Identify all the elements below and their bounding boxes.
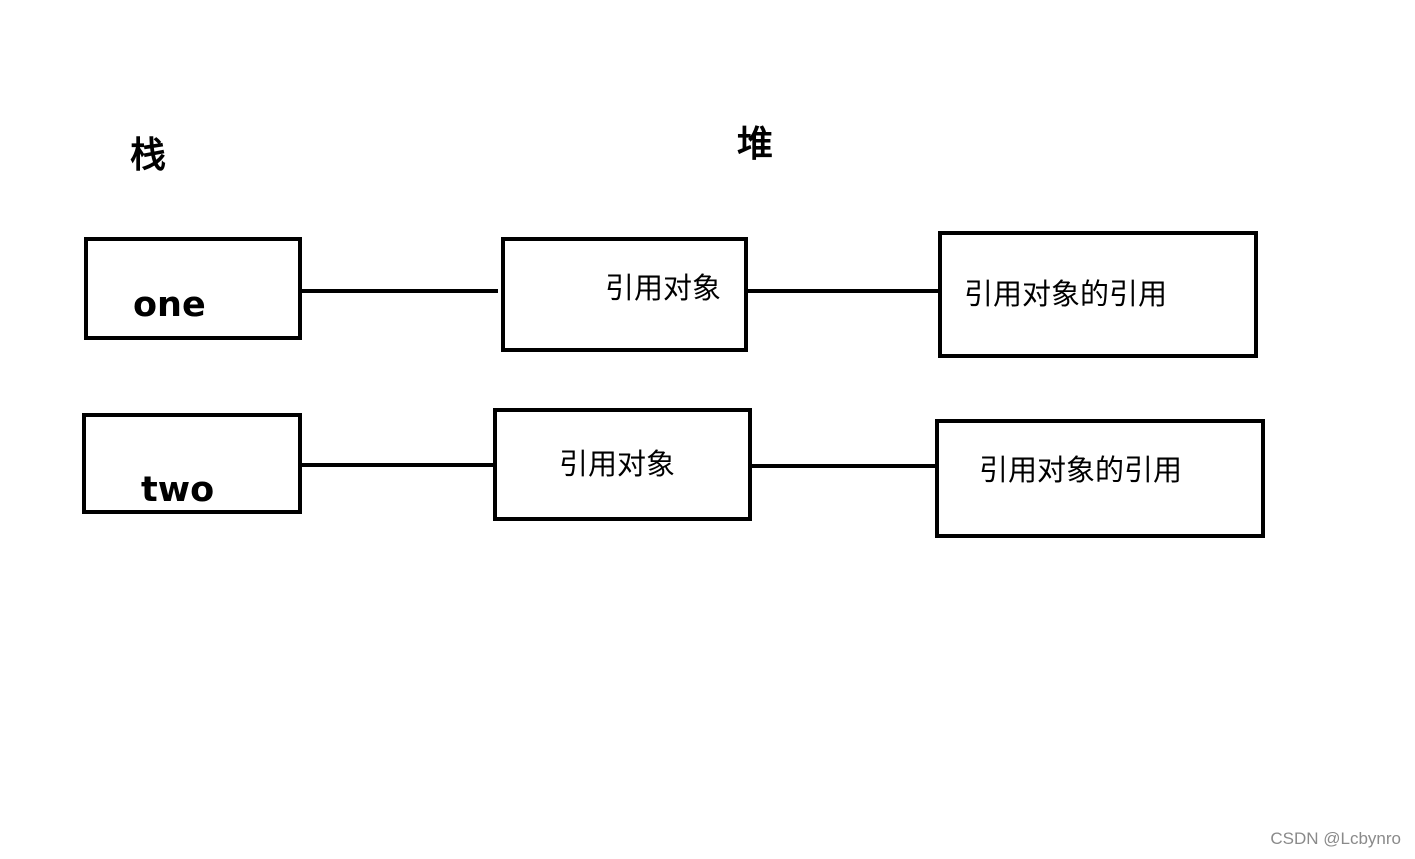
watermark-text: CSDN @Lcbynro <box>1270 829 1401 848</box>
heap-object-box-one: 引用对象 <box>501 237 748 352</box>
connector-object-to-reference-one <box>748 289 938 293</box>
heap-object-box-two: 引用对象 <box>493 408 752 521</box>
object-label-two: 引用对象 <box>559 447 676 481</box>
stack-heading: 栈 <box>130 135 167 176</box>
variable-label-two: two <box>141 470 215 510</box>
connector-one-to-object <box>302 289 498 293</box>
heap-reference-box-two: 引用对象的引用 <box>935 419 1265 538</box>
variable-label-one: one <box>133 285 206 325</box>
stack-box-two: two <box>82 413 302 514</box>
stack-box-one: one <box>84 237 302 340</box>
heap-reference-box-one: 引用对象的引用 <box>938 231 1258 358</box>
reference-label-one: 引用对象的引用 <box>964 277 1168 311</box>
heap-heading: 堆 <box>737 124 774 165</box>
connector-two-to-object <box>302 463 493 467</box>
reference-label-two: 引用对象的引用 <box>979 453 1183 487</box>
connector-object-to-reference-two <box>752 464 942 468</box>
object-label-one: 引用对象 <box>605 271 722 305</box>
